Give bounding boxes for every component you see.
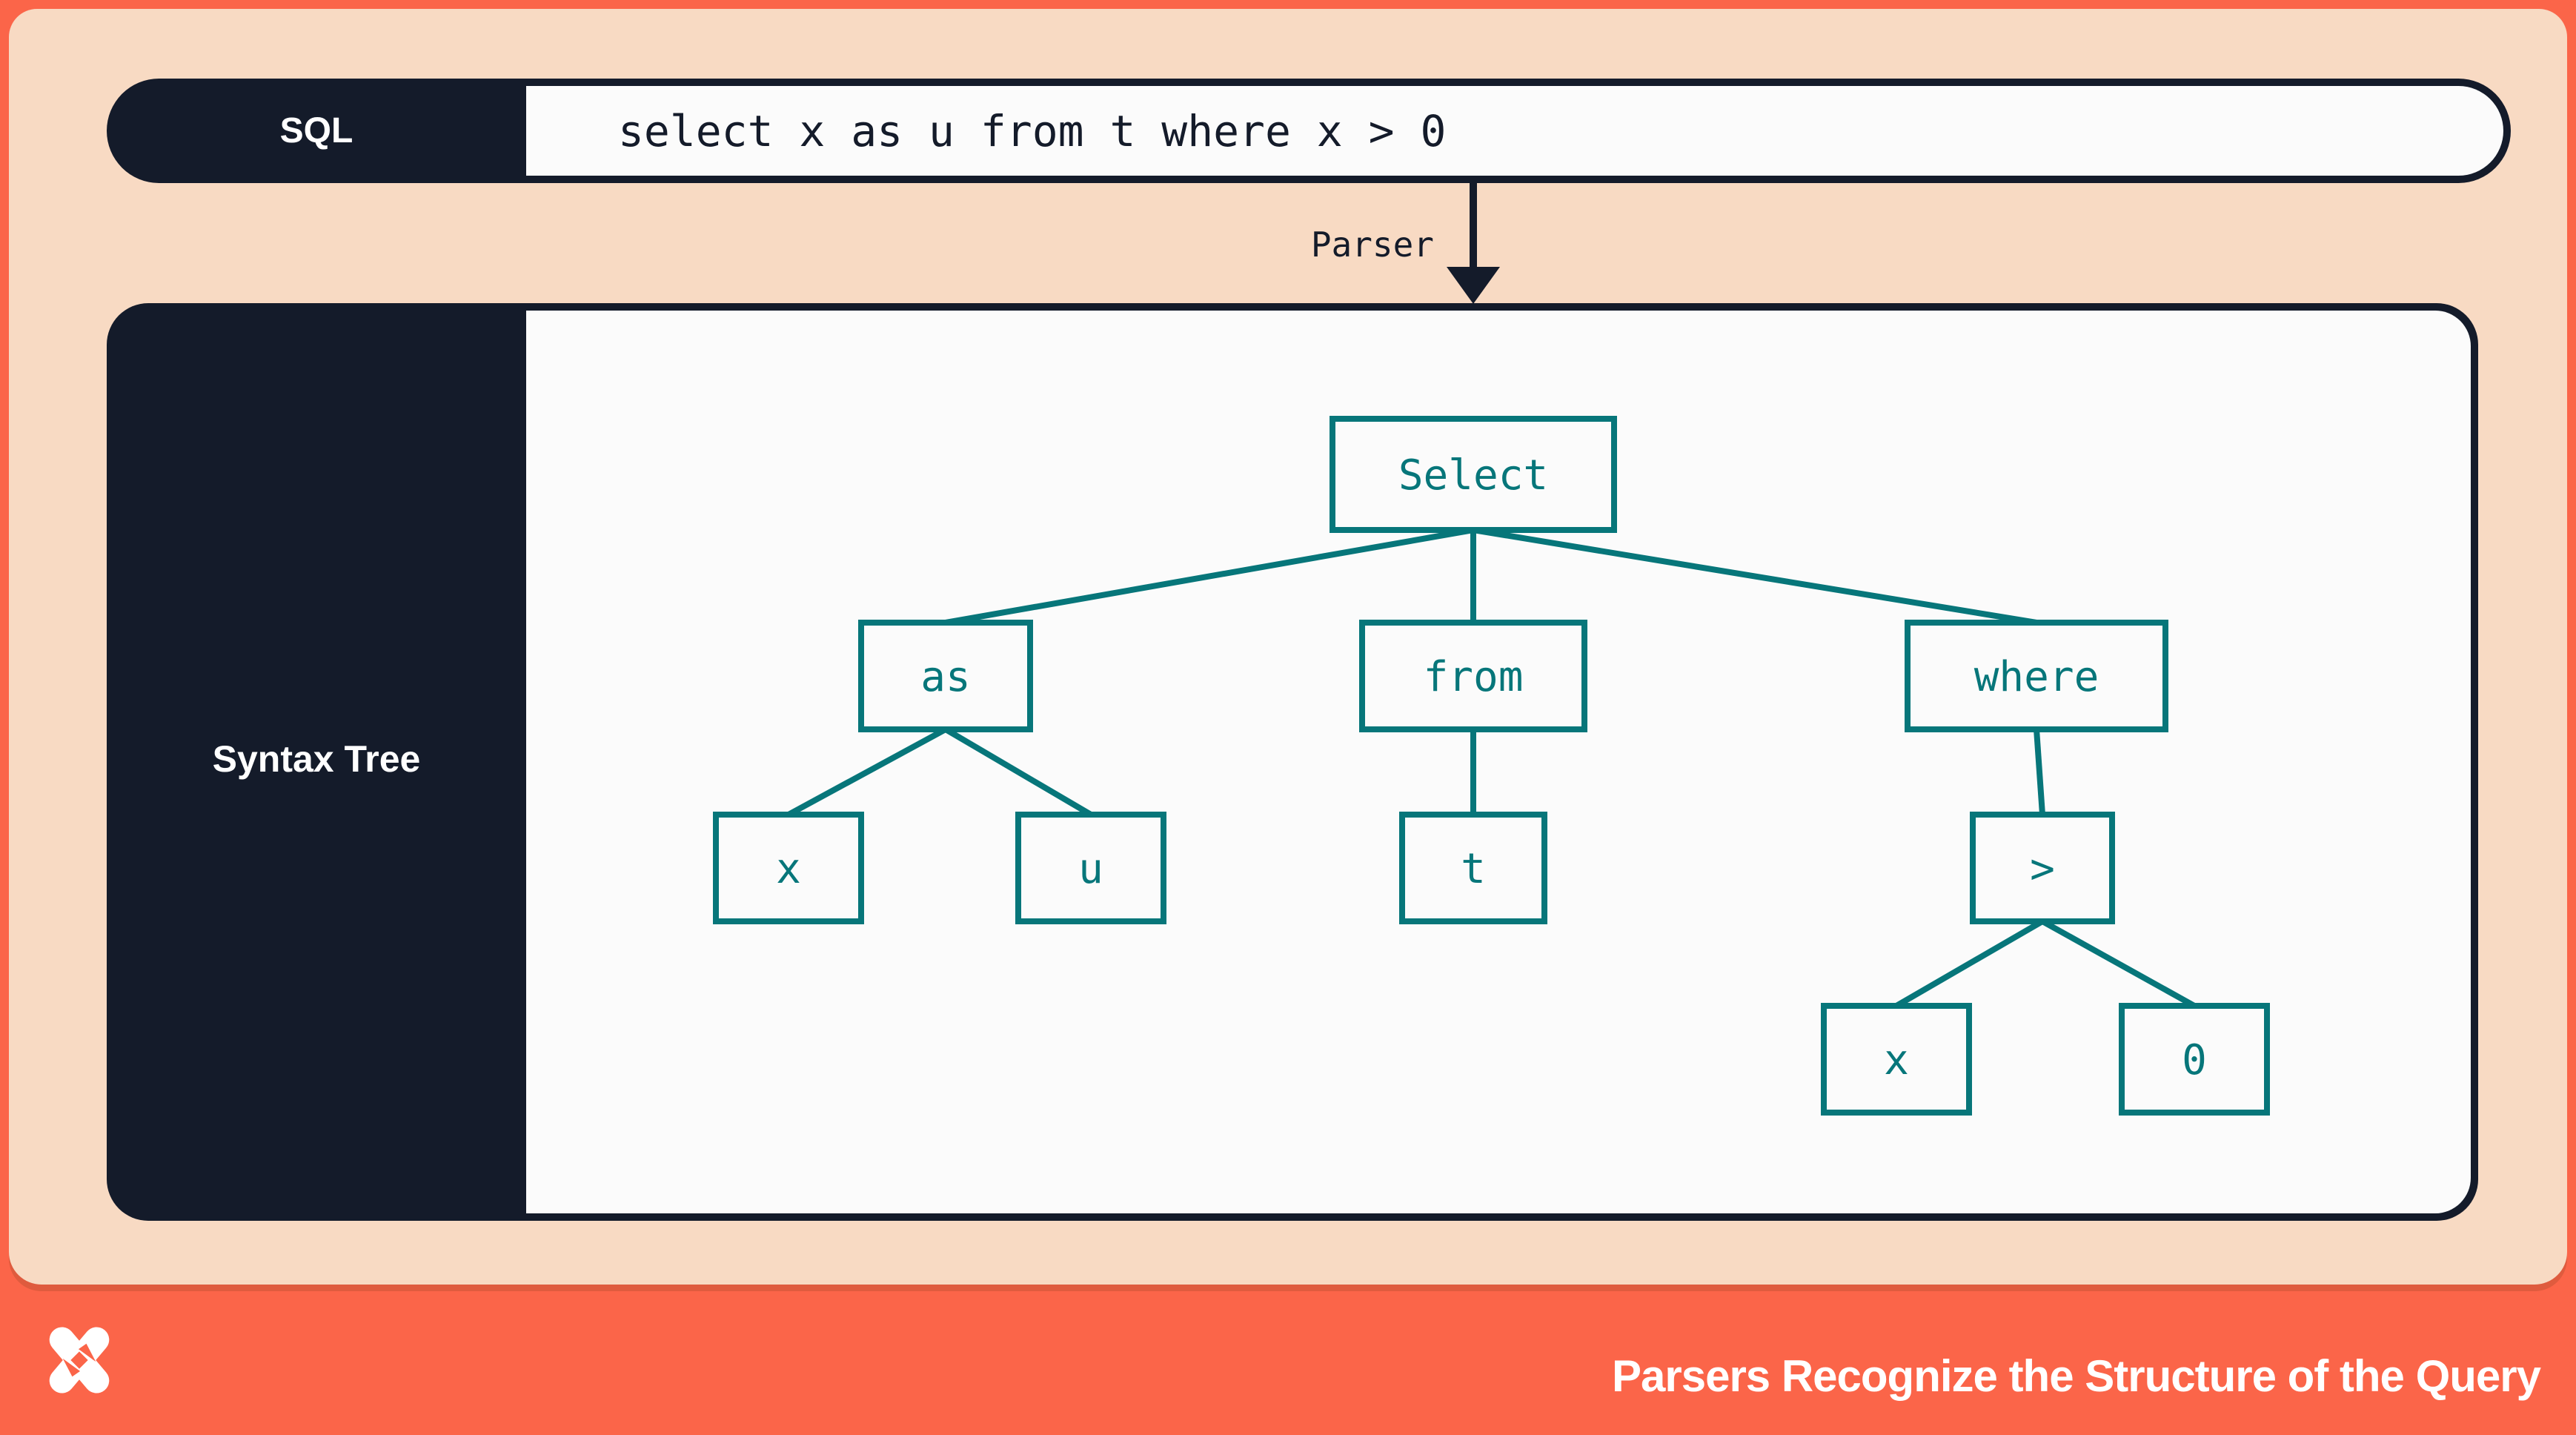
tree-node-x1-label: x	[776, 845, 801, 893]
tree-node-select-box	[1330, 416, 1617, 533]
tree-node-x2-box	[1821, 1003, 1972, 1116]
sql-bar-label: SQL	[279, 111, 353, 150]
sql-bar: SQL select x as u from t where x > 0	[107, 79, 2511, 183]
tree-node-zero-box	[2119, 1003, 2270, 1116]
tree-node-t-box	[1399, 812, 1547, 924]
parser-label: Parser	[1310, 225, 1434, 265]
edge-as-u	[943, 726, 1093, 818]
edge-gt-zero	[2041, 918, 2196, 1009]
x-mark-logo-icon	[49, 1327, 110, 1393]
edge-as-x	[787, 726, 947, 818]
tree-node-where-label: where	[1974, 653, 2099, 701]
tree-node-gt-label: >	[2030, 845, 2055, 893]
sql-query-text: select x as u from t where x > 0	[618, 105, 1447, 156]
parser-arrow-stem	[1470, 183, 1477, 270]
parser-arrow-head-icon	[1447, 267, 1500, 304]
tree-node-where-box	[1905, 620, 2168, 732]
edge-gt-x	[1894, 918, 2045, 1009]
sql-query-box: select x as u from t where x > 0	[526, 86, 2503, 176]
tree-node-t-label: t	[1461, 845, 1486, 893]
tree-node-as-box	[858, 620, 1033, 732]
syntax-tree-panel-label: Syntax Tree	[212, 738, 421, 780]
edge-select-as	[945, 527, 1474, 626]
tree-node-gt-box	[1970, 812, 2115, 924]
edge-where-gt	[2034, 729, 2045, 815]
tree-node-zero-label: 0	[2182, 1036, 2207, 1084]
content-area: SQL select x as u from t where x > 0 Par…	[9, 9, 2567, 1285]
syntax-tree-diagram: Select as from where x u t >	[713, 416, 2270, 1116]
tree-node-x1-box	[713, 812, 864, 924]
tree-node-as-label: as	[920, 653, 970, 701]
tree-node-u-label: u	[1078, 845, 1103, 893]
tree-nodes: Select as from where x u t >	[713, 416, 2270, 1116]
tree-node-from-box	[1359, 620, 1587, 732]
tree-node-select-label: Select	[1398, 451, 1548, 500]
slide-title: Parsers Recognize the Structure of the Q…	[1611, 1351, 2541, 1401]
tree-node-u-box	[1015, 812, 1166, 924]
tree-node-x2-label: x	[1884, 1036, 1909, 1084]
tree-edges	[787, 527, 2196, 1009]
syntax-tree-panel: Syntax Tree Select	[107, 303, 2478, 1221]
edge-select-where	[1473, 527, 2037, 626]
tree-node-from-label: from	[1424, 653, 1524, 701]
